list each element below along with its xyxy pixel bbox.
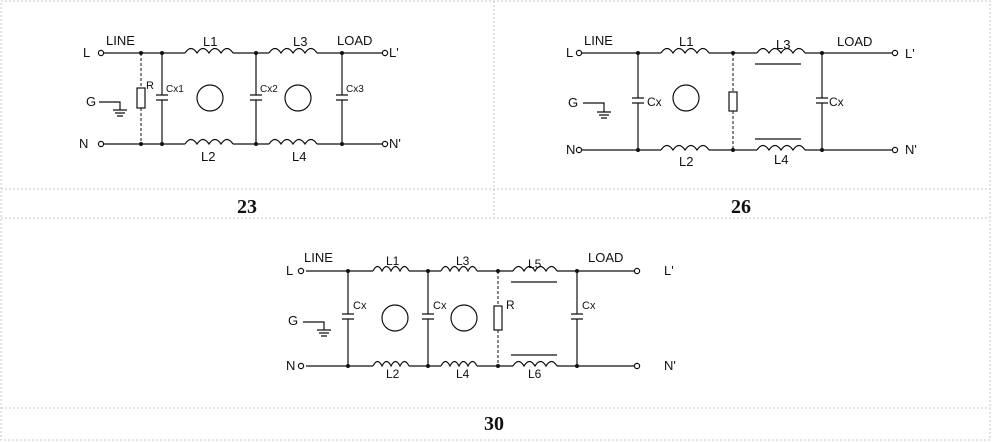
load-label: LOAD — [337, 33, 372, 48]
terminal-L-label: L — [286, 263, 293, 278]
resistor-R-label: R — [506, 298, 515, 312]
terminal-Lp-label: L' — [664, 263, 674, 278]
inductor-L3-label: L3 — [456, 254, 470, 268]
ground-G-label: G — [86, 94, 96, 109]
circuit-30: L N G L' N' LINE LOAD L1 L2 L3 L4 L5 L6 … — [286, 250, 676, 435]
inductor-L6-label: L6 — [528, 367, 542, 381]
inductor-L2-label: L2 — [201, 149, 215, 164]
inductor-L4-label: L4 — [774, 152, 788, 167]
load-label: LOAD — [588, 250, 623, 265]
terminal-Np-label: N' — [664, 358, 676, 373]
capacitor-Cx-label: Cx — [647, 95, 662, 109]
terminal-L-label: L — [566, 45, 573, 60]
capacitor-Cx-label: Cx — [353, 300, 367, 312]
capacitor-Cx2-label: Cx2 — [260, 84, 278, 95]
terminal-N-label: N — [79, 136, 88, 151]
capacitor-Cx-label: Cx — [433, 300, 447, 312]
capacitor-Cx-label: Cx — [582, 300, 596, 312]
wiring — [575, 47, 899, 154]
line-label: LINE — [304, 250, 333, 265]
line-label: LINE — [584, 33, 613, 48]
figure-number: 30 — [484, 413, 504, 435]
terminal-N-label: N — [566, 142, 575, 157]
load-label: LOAD — [837, 34, 872, 49]
inductor-L1-label: L1 — [203, 34, 217, 49]
terminal-Lp-label: L' — [389, 45, 399, 60]
circuit-26: L N G L' N' LINE LOAD L1 L2 L3 L4 Cx Cx … — [566, 33, 917, 218]
inductor-L2-label: L2 — [679, 154, 693, 169]
circuit-23: L N G L' N' LINE LOAD L1 L2 L3 L4 R Cx1 … — [79, 33, 401, 218]
terminal-L-label: L — [83, 45, 90, 60]
ground-G-label: G — [288, 313, 298, 328]
capacitor-Cx-label: Cx — [829, 95, 844, 109]
terminal-Np-label: N' — [389, 136, 401, 151]
inductor-L1-label: L1 — [679, 34, 693, 49]
figure-number: 26 — [731, 196, 751, 218]
inductor-L4-label: L4 — [292, 149, 306, 164]
wiring — [297, 265, 641, 370]
inductor-L5-label: L5 — [528, 257, 542, 271]
terminal-N-label: N — [286, 358, 295, 373]
figure-number: 23 — [237, 196, 257, 218]
line-label: LINE — [106, 33, 135, 48]
inductor-L3-label: L3 — [776, 37, 790, 52]
inductor-L4-label: L4 — [456, 367, 470, 381]
resistor-R-label: R — [146, 80, 154, 92]
capacitor-Cx3-label: Cx3 — [346, 84, 364, 95]
terminal-Np-label: N' — [905, 142, 917, 157]
inductor-L3-label: L3 — [293, 34, 307, 49]
capacitor-Cx1-label: Cx1 — [166, 84, 184, 95]
inductor-L2-label: L2 — [386, 367, 400, 381]
wiring — [97, 47, 389, 148]
terminal-Lp-label: L' — [905, 46, 915, 61]
inductor-L1-label: L1 — [386, 254, 400, 268]
ground-G-label: G — [568, 95, 578, 110]
